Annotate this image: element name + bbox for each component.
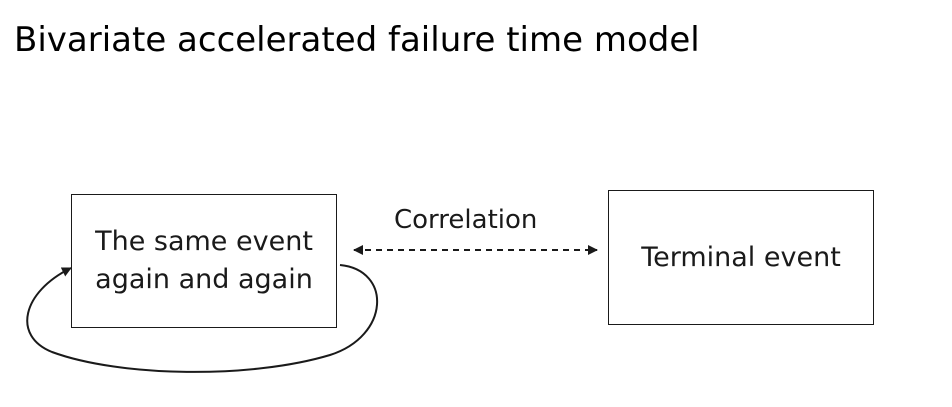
terminal-event-box: Terminal event [608, 190, 874, 325]
recurrent-event-label: The same event again and again [95, 223, 313, 299]
recurrence-loop-arrow [26, 264, 378, 373]
terminal-event-label: Terminal event [641, 241, 841, 273]
recurrent-event-box: The same event again and again [71, 194, 337, 328]
correlation-label: Correlation [394, 205, 538, 235]
page-title: Bivariate accelerated failure time model [14, 20, 700, 60]
recurrent-event-label-line-1: The same event [95, 226, 313, 257]
recurrent-event-label-line-2: again and again [95, 264, 313, 295]
